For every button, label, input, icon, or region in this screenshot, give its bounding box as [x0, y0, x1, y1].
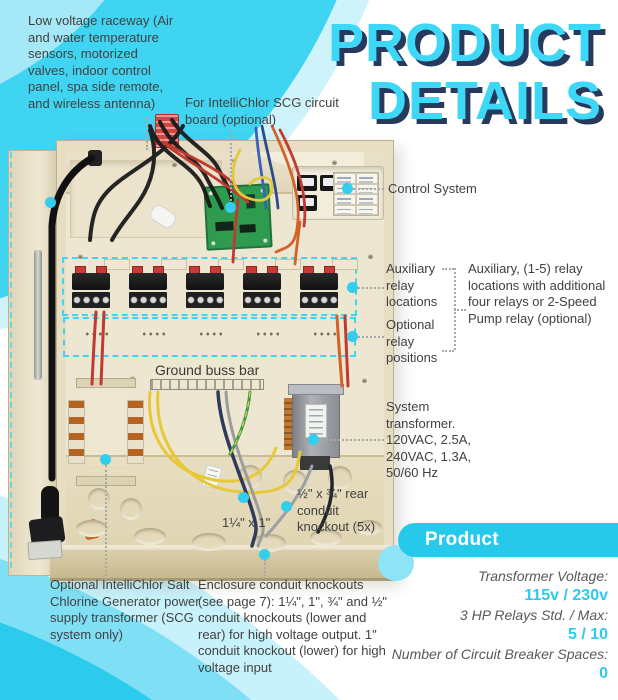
page-title: PRODUCT DETAILS [328, 14, 602, 130]
relay-position-holes [312, 332, 338, 336]
relay-mounting-tab [218, 259, 244, 270]
callout-dot-raceway [45, 197, 56, 208]
enclosure-front-lip [50, 545, 394, 581]
leader-system-transformer [319, 439, 384, 441]
knockout-hole [238, 465, 262, 489]
knockout-hole [134, 528, 166, 545]
bracket-mid [454, 309, 466, 311]
transformer-label [305, 404, 327, 438]
note-rear-conduit-knockout: ½" x ¾" rear conduit knockout (5x) [297, 486, 376, 534]
note-auxiliary-relay-detail: Auxiliary, (1-5) relay locations with ad… [468, 261, 606, 326]
note-enclosure-knockouts: Enclosure conduit knockouts (see page 7)… [198, 577, 388, 675]
knockout-hole [252, 534, 286, 552]
relay-3 [186, 266, 224, 310]
note-control-system: Control System [388, 181, 477, 196]
product-specifications-label: Product Specifications [425, 529, 559, 584]
transformer-terminals-right [127, 400, 144, 464]
transformer-base [300, 456, 330, 470]
note-optional-relay-positions: Optional relay positions [386, 317, 438, 365]
spec-label-transformer-voltage: Transformer Voltage: [478, 568, 608, 584]
note-low-voltage-raceway: Low voltage raceway (Air and water tempe… [28, 13, 174, 111]
callout-dot-floor-knockout [259, 549, 270, 560]
cord-strain-relief [27, 539, 63, 561]
relay-4 [243, 266, 281, 310]
cable-clamp [88, 150, 102, 166]
spec-value-transformer-voltage: 115v / 230v [524, 587, 608, 604]
callout-dot-aux-relay [347, 282, 358, 293]
leader-scg-transformer [105, 465, 107, 580]
relay-1 [72, 266, 110, 310]
note-ground-buss-bar: Ground buss bar [155, 362, 260, 378]
relay-position-holes [141, 332, 167, 336]
note-scg-circuit-board: For IntelliChlor SCG circuit board (opti… [185, 95, 339, 127]
relay-mounting-tab [332, 259, 358, 270]
leader-aux-relay [358, 287, 384, 289]
relay-position-holes [255, 332, 281, 336]
screw [232, 158, 237, 163]
relay-2 [129, 266, 167, 310]
callout-dot-rear-knockout-1 [238, 492, 249, 503]
screw [368, 254, 373, 259]
knockout-hole [76, 520, 108, 537]
relay-mounting-tab [104, 259, 130, 270]
control-relay [297, 175, 317, 191]
terminal-label-grid [333, 172, 379, 216]
product-specifications-header: Product Specifications [398, 523, 618, 584]
callout-dot-rear-knockout-2 [281, 501, 292, 512]
door-edge-highlight [10, 152, 12, 568]
relay-position-holes [198, 332, 224, 336]
control-system-panel [292, 166, 384, 220]
knockout-hole [120, 498, 142, 520]
screw [332, 160, 337, 165]
relay-position-holes [84, 332, 110, 336]
transformer-cap [288, 384, 344, 395]
page-title-line2: DETAILS [368, 71, 602, 131]
callout-dot-system-transformer [308, 434, 319, 445]
callout-dot-control-system [342, 183, 353, 194]
leader-enclosure-knockouts [264, 560, 266, 576]
note-optional-scg-transformer: Optional IntelliChlor Salt Chlorine Gene… [50, 577, 200, 642]
red-header-connector [155, 114, 179, 148]
cord-ferrite [41, 486, 59, 524]
ground-buss-bar [150, 379, 264, 390]
spec-label-breaker-spaces: Number of Circuit Breaker Spaces: [391, 646, 608, 662]
spec-value-breaker-spaces: 0 [599, 665, 608, 682]
leader-control-system [353, 188, 384, 190]
spec-label-relays: 3 HP Relays Std. / Max: [459, 607, 608, 623]
bracket-top [442, 268, 454, 270]
knockout-hole [192, 533, 226, 551]
spec-value-relays: 5 / 10 [567, 626, 608, 643]
note-knockout-size: 1¼" x 1" [222, 515, 271, 530]
note-system-transformer: System transformer. 120VAC, 2.5A, 240VAC… [386, 399, 472, 480]
leader-optional-relay [358, 336, 384, 338]
leader-low-voltage [146, 118, 148, 150]
leader-scg-board [230, 130, 232, 201]
knockout-hole [356, 520, 382, 535]
relay-5 [300, 266, 338, 310]
product-specifications-list: Transformer Voltage: 115v / 230v 3 HP Re… [298, 567, 608, 684]
callout-dot-optional-relay [347, 331, 358, 342]
callout-dot-pcb [225, 202, 236, 213]
callout-dot-scg-transformer [100, 454, 111, 465]
screw [362, 378, 367, 383]
page-title-line1: PRODUCT [328, 13, 602, 73]
low-voltage-raceway-area [70, 160, 222, 238]
control-relay [297, 195, 317, 211]
transformer-coil [284, 398, 292, 450]
scg-circuit-board [203, 183, 273, 251]
bracket-bottom [442, 350, 454, 352]
knockout-hole [88, 488, 110, 510]
optional-relay-positions-outline [63, 317, 356, 357]
note-auxiliary-relay-locations: Auxiliary relay locations [386, 261, 438, 309]
transformer-terminals-left [68, 400, 85, 464]
relay-mounting-tab [161, 259, 187, 270]
screw [172, 162, 177, 167]
door-hinge [34, 250, 42, 380]
